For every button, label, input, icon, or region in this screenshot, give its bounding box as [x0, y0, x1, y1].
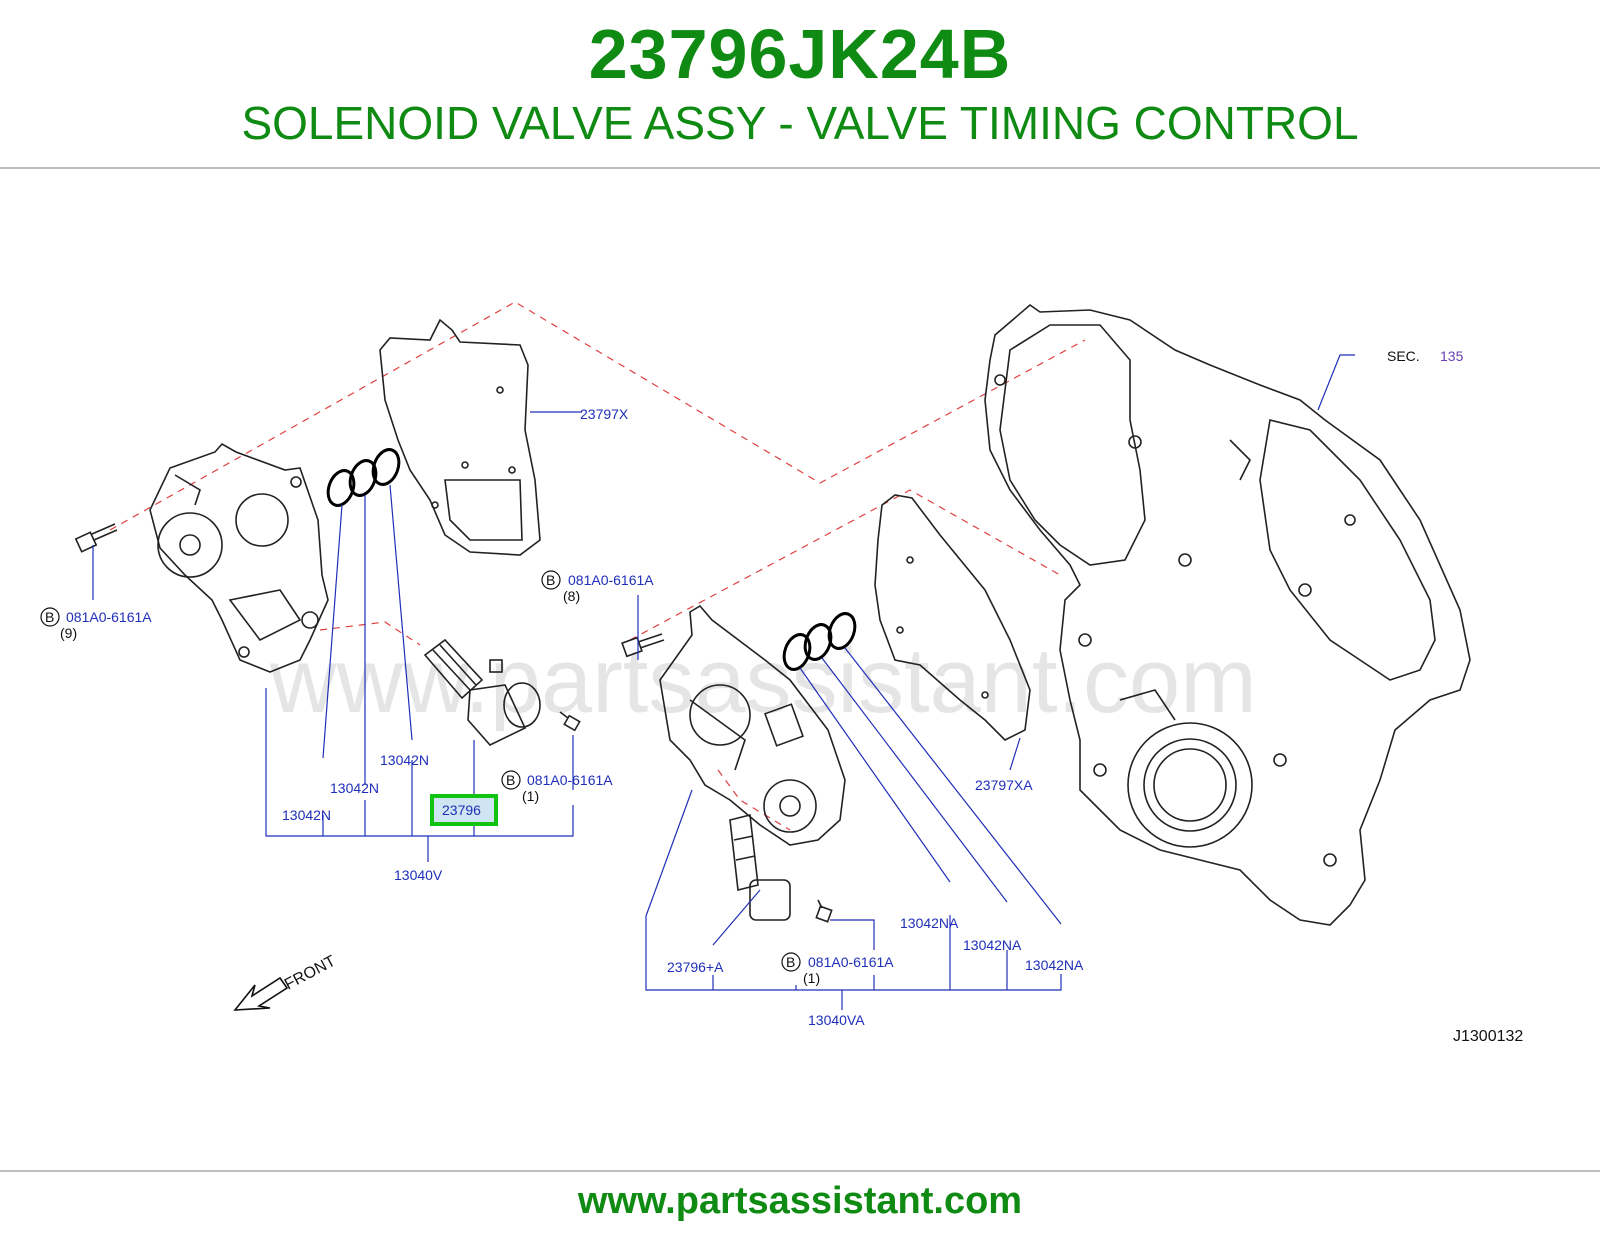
alignment-lines — [109, 301, 1086, 831]
left-o-rings — [326, 448, 401, 507]
part-number: 23796JK24B — [588, 15, 1012, 93]
right-bolt — [621, 633, 665, 658]
front-cover — [984, 303, 1471, 926]
label-bolt-left: 081A0-6161A — [66, 609, 152, 625]
label-13042na-3: 13042NA — [1025, 957, 1084, 973]
label-23796a: 23796+A — [667, 959, 724, 975]
bolt-marker-left-letter: B — [45, 609, 54, 625]
part-title: SOLENOID VALVE ASSY - VALVE TIMING CONTR… — [241, 97, 1359, 149]
sec-leader — [1317, 354, 1355, 411]
footer-url: www.partsassistant.com — [577, 1180, 1023, 1222]
header: 23796JK24B SOLENOID VALVE ASSY - VALVE T… — [0, 0, 1600, 168]
right-small-bolt — [815, 899, 833, 923]
right-o-rings — [782, 612, 857, 671]
bolt-marker-mid: B — [541, 570, 561, 590]
right-vtc-cover — [659, 604, 846, 846]
label-bolt-sol-qty: (1) — [522, 788, 539, 804]
label-sec-number: 135 — [1440, 348, 1464, 364]
left-solenoid-valve — [423, 638, 541, 746]
label-13042n-1: 13042N — [282, 807, 331, 823]
highlight-box — [430, 794, 498, 826]
label-bolt-mid-qty: (8) — [563, 588, 580, 604]
label-13040v: 13040V — [394, 867, 443, 883]
label-bolt-sol: 081A0-6161A — [527, 772, 613, 788]
label-13042na-1: 13042NA — [900, 915, 959, 931]
footer-divider — [0, 1170, 1600, 1172]
bolt-marker-sol-letter: B — [506, 772, 515, 788]
left-small-bolt — [559, 711, 581, 732]
label-13042n-3: 13042N — [380, 752, 429, 768]
bolt-marker-left: B — [40, 607, 60, 627]
label-13040va: 13040VA — [808, 1012, 865, 1028]
left-leaders — [92, 411, 582, 862]
left-vtc-cover — [149, 442, 329, 673]
right-gasket — [874, 494, 1031, 741]
header-divider — [0, 167, 1600, 169]
front-indicator: FRONT — [233, 953, 339, 1011]
label-23797x: 23797X — [580, 406, 629, 422]
bolt-marker-right-letter: B — [786, 954, 795, 970]
label-sec-prefix: SEC. — [1387, 348, 1420, 364]
labels-right: B 081A0-6161A (8) 23797XA 13042NA 13042N… — [541, 348, 1523, 1045]
right-leaders — [637, 595, 1062, 1010]
left-gasket — [379, 318, 541, 556]
diagram-code: J1300132 — [1453, 1028, 1523, 1045]
right-solenoid-valve — [729, 814, 791, 921]
label-bolt-right-qty: (1) — [803, 970, 820, 986]
label-bolt-left-qty: (9) — [60, 625, 77, 641]
label-23797xa: 23797XA — [975, 777, 1033, 793]
bolt-marker-sol: B — [501, 770, 521, 790]
left-bolt — [74, 523, 118, 553]
label-23796-highlighted: 23796 — [442, 802, 481, 818]
label-bolt-right: 081A0-6161A — [808, 954, 894, 970]
bolt-marker-mid-letter: B — [546, 572, 555, 588]
bolt-marker-right: B — [781, 952, 801, 972]
labels-left: 23797X B 081A0-6161A (9) 13042N 13042N 1… — [40, 406, 629, 883]
label-bolt-mid: 081A0-6161A — [568, 572, 654, 588]
front-label: FRONT — [282, 953, 339, 994]
label-13042na-2: 13042NA — [963, 937, 1022, 953]
watermark: www.partsassistant.com — [269, 630, 1257, 732]
front-arrow-icon — [233, 976, 289, 1011]
label-13042n-2: 13042N — [330, 780, 379, 796]
